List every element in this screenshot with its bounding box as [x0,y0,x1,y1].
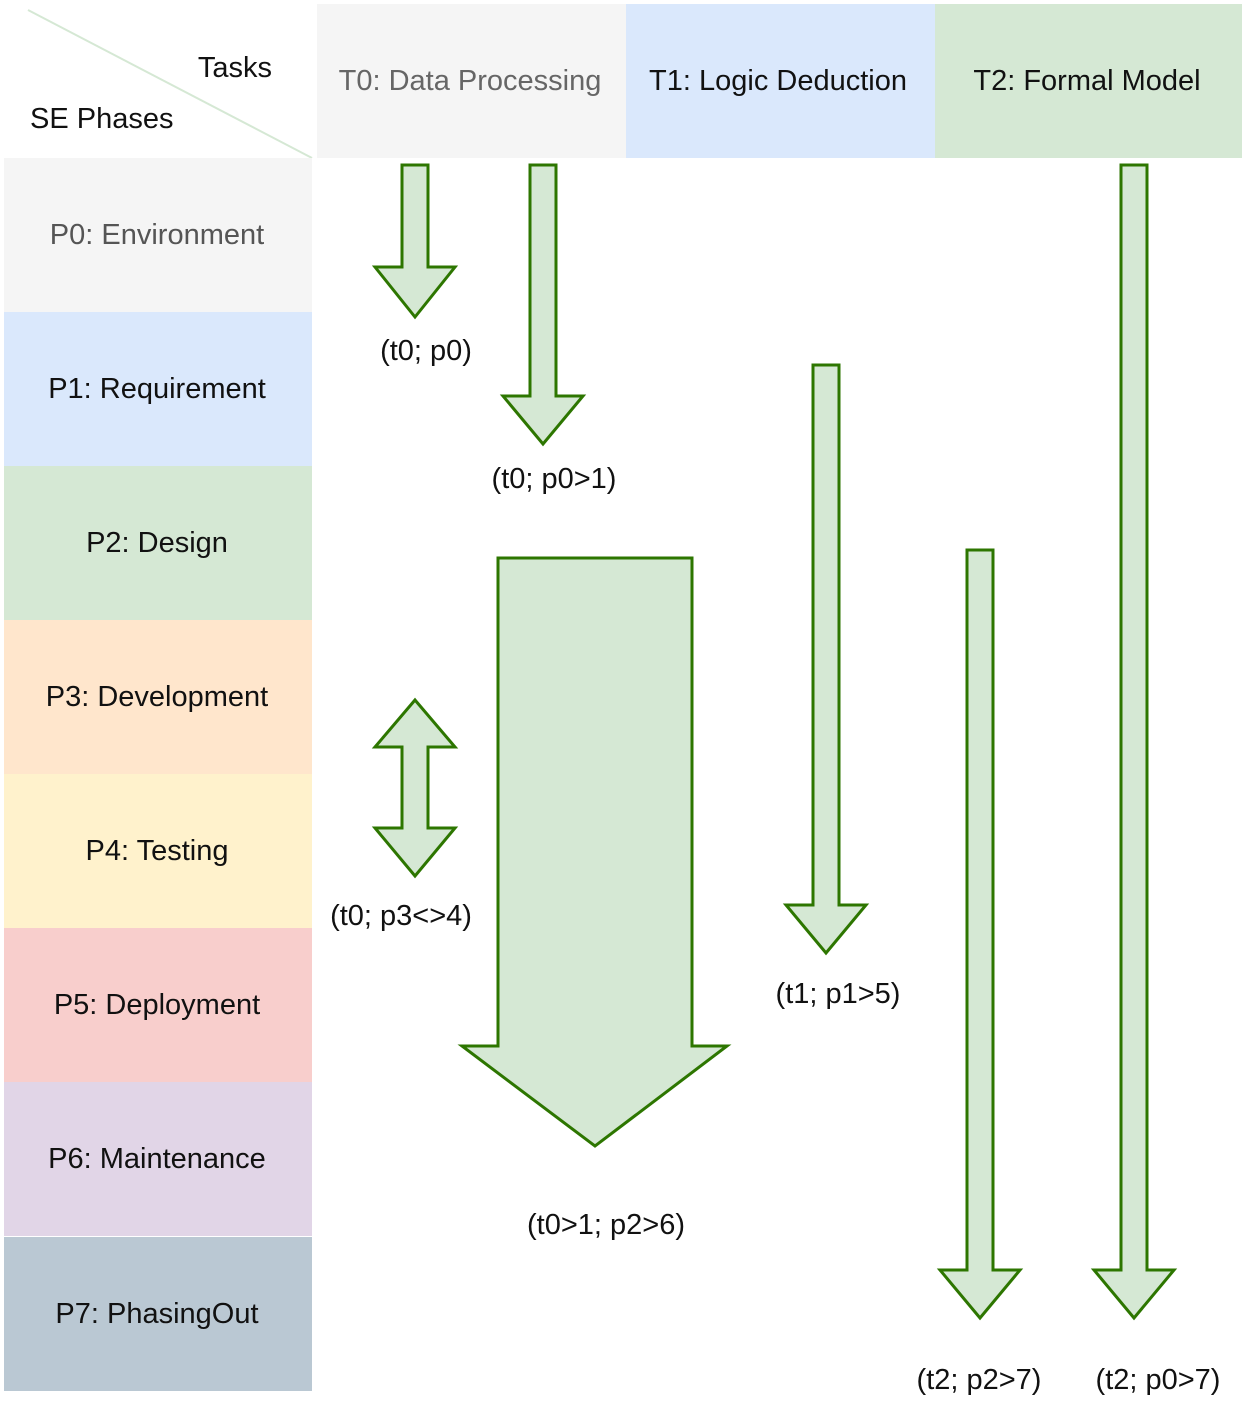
phase-label-p4: P4: Testing [86,835,229,867]
phase-label-p1: P1: Requirement [48,373,266,405]
task-header-cell-t2 [935,4,1242,158]
arrow-label-t0-p3-4: (t0; p3<>4) [330,900,472,932]
task-header-cell-t0 [317,4,626,158]
arrow-label-t0-p0-1: (t0; p0>1) [492,463,617,495]
arrow-t0-p0-1 [499,163,587,447]
arrow-t1-p1-5 [782,363,870,956]
phase-label-p7: P7: PhasingOut [55,1298,258,1330]
arrow-t0-p0 [371,163,459,320]
task-header-label-t2: T2: Formal Model [973,65,1200,97]
phase-label-p2: P2: Design [86,527,228,559]
phases-axis-label: SE Phases [30,103,173,135]
phase-label-p5: P5: Deployment [54,989,260,1021]
arrows-layer: (t0; p0) (t0; p0>1) (t0; p3<>4) (t0>1; p… [330,163,1221,1396]
phase-cell-p1 [4,312,312,466]
phase-cell-p3 [4,620,312,774]
arrow-label-t2-p2-7: (t2; p2>7) [917,1364,1042,1396]
arrow-t0-1-p2-6 [457,556,732,1148]
tasks-axis-label: Tasks [198,52,272,84]
phase-cell-p4 [4,774,312,928]
phase-cell-p5 [4,928,312,1082]
phase-label-p0: P0: Environment [50,219,264,251]
phase-cell-p0 [4,158,312,312]
arrow-label-t0-p0: (t0; p0) [380,335,472,367]
task-header-label-t1: T1: Logic Deduction [649,65,907,97]
corner-header: Tasks SE Phases [27,9,313,159]
arrow-label-t1-p1-5: (t1; p1>5) [776,978,901,1010]
phase-cell-p7 [4,1237,312,1391]
phase-label-p6: P6: Maintenance [48,1143,266,1175]
arrow-label-t0-1-p2-6: (t0>1; p2>6) [527,1209,685,1241]
task-header-cell-t1 [626,4,935,158]
arrow-t2-p2-7 [936,548,1024,1321]
phase-label-p3: P3: Development [46,681,268,713]
phase-cell-p2 [4,466,312,620]
corner-diagonal-line [27,9,313,159]
task-header-label-t0: T0: Data Processing [339,65,602,97]
arrow-t2-p0-7 [1090,163,1178,1321]
arrow-label-t2-p0-7: (t2; p0>7) [1096,1364,1221,1396]
phase-column: P0: Environment P1: Requirement P2: Desi… [4,158,312,1391]
task-header-row: T0: Data Processing T1: Logic Deduction … [317,4,1242,158]
phase-cell-p6 [4,1082,312,1236]
arrow-t0-p3-4 [371,697,459,879]
